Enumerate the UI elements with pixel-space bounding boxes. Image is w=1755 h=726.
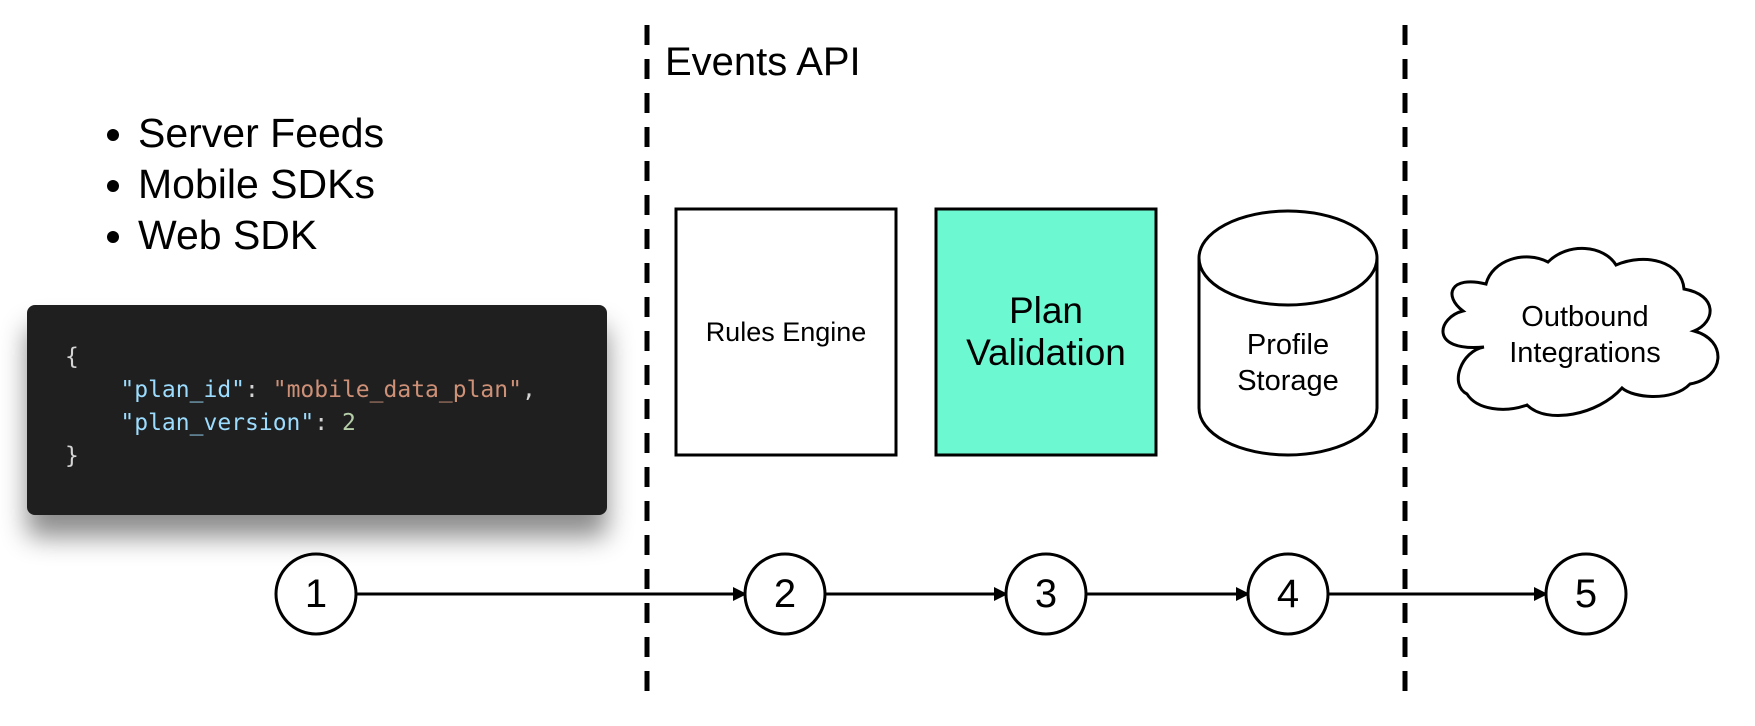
- step-number-4: 4: [1276, 571, 1300, 616]
- profile-storage-cylinder: [1197, 209, 1379, 457]
- code-snippet: { "plan_id": "mobile_data_plan", "plan_v…: [65, 341, 536, 473]
- code-string-value: "mobile_data_plan": [272, 377, 522, 403]
- code-separator: :: [314, 410, 342, 436]
- step-circle-4: [1246, 552, 1330, 636]
- step-number-2: 2: [773, 571, 797, 616]
- step-number-1: 1: [304, 571, 328, 616]
- events-api-title: Events API: [665, 40, 861, 84]
- rules-engine-box: [674, 207, 898, 457]
- source-item: Mobile SDKs: [138, 159, 384, 210]
- profile-storage-label: Profile Storage: [1237, 329, 1339, 397]
- code-comma: ,: [521, 377, 536, 403]
- code-snippet-card: { "plan_id": "mobile_data_plan", "plan_v…: [27, 305, 607, 515]
- code-separator: :: [245, 377, 273, 403]
- source-item: Web SDK: [138, 210, 384, 261]
- code-number-value: 2: [341, 410, 356, 436]
- event-sources-list: Server Feeds Mobile SDKs Web SDK: [96, 108, 384, 261]
- rules-engine-label: Rules Engine: [705, 316, 867, 347]
- code-close-brace: }: [65, 443, 79, 469]
- step-number-3: 3: [1034, 571, 1058, 616]
- step-circle-3: [1004, 552, 1088, 636]
- plan-validation-box: [934, 207, 1158, 457]
- step-circle-5: [1544, 552, 1628, 636]
- code-open-brace: {: [65, 344, 79, 370]
- code-key: "plan_version": [120, 410, 315, 436]
- code-key: "plan_id": [120, 377, 246, 403]
- source-item: Server Feeds: [138, 108, 384, 159]
- step-circle-1: [274, 552, 358, 636]
- outbound-integrations-cloud: [1441, 247, 1720, 418]
- plan-validation-label: Plan Validation: [966, 290, 1126, 373]
- step-circle-2: [743, 552, 827, 636]
- step-number-5: 5: [1574, 571, 1598, 616]
- outbound-integrations-label: Outbound Integrations: [1509, 301, 1661, 369]
